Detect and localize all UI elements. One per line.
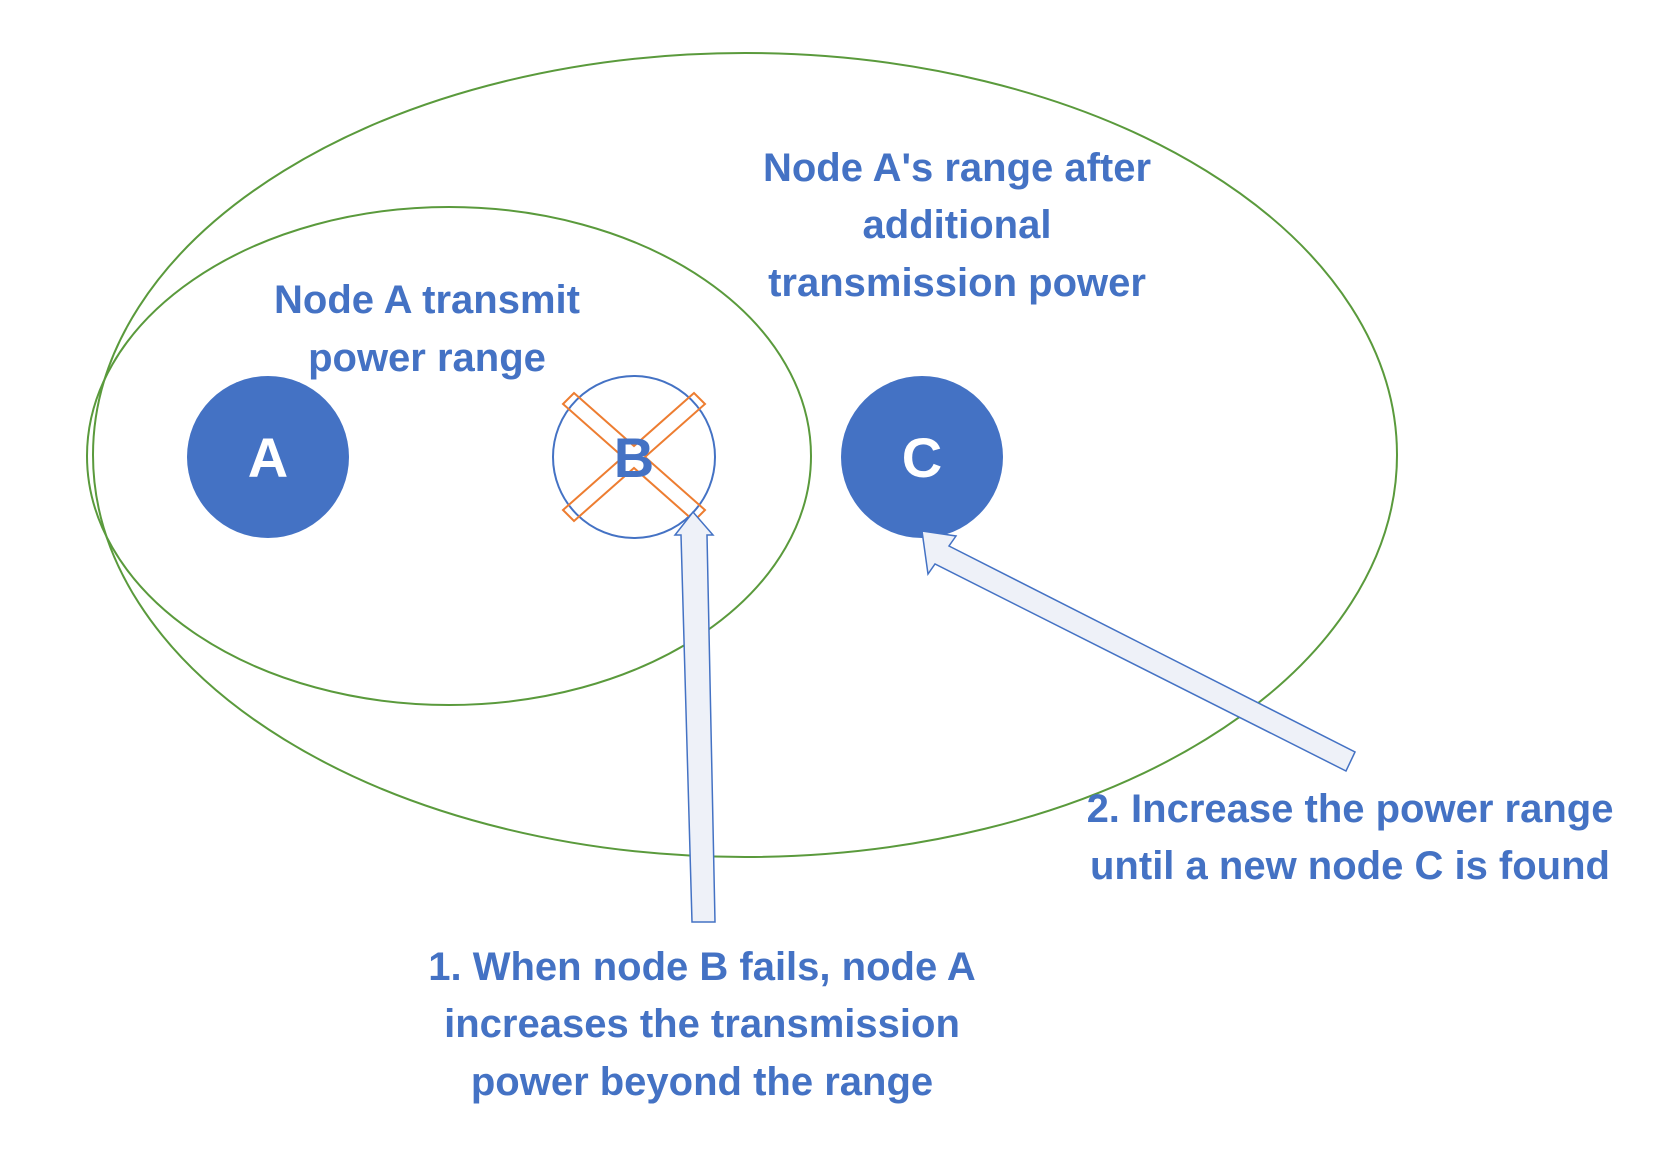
node-a-label: A (248, 426, 288, 489)
node-c: C (841, 376, 1003, 538)
node-c-label: C (902, 426, 942, 489)
node-b-failed: B (552, 375, 716, 539)
step1-arrow (673, 510, 716, 923)
node-a: A (187, 376, 349, 538)
step2-annotation-line-2: until a new node C is found (1090, 844, 1610, 888)
step1-annotation-line-2: increases the transmission (444, 1002, 960, 1046)
inner-range-label-line-1: Node A transmit (274, 278, 580, 322)
outer-range-label-line-3: transmission power (768, 261, 1146, 305)
node-b-circle (552, 375, 716, 539)
step1-annotation-line-1: 1. When node B fails, node A (428, 945, 975, 989)
node-a-circle (187, 376, 349, 538)
outer-range-ellipse (92, 52, 1398, 858)
outer-range-label-line-2: additional (863, 203, 1052, 247)
step2-arrow (921, 530, 1356, 773)
outer-range-label-line-1: Node A's range after (763, 146, 1151, 190)
step1-annotation-line-3: power beyond the range (471, 1060, 933, 1104)
step2-annotation-line-1: 2. Increase the power range (1087, 787, 1614, 831)
inner-range-label-line-2: power range (308, 336, 546, 380)
node-b-label: B (614, 426, 654, 489)
inner-range-ellipse (86, 206, 812, 706)
node-c-circle (841, 376, 1003, 538)
